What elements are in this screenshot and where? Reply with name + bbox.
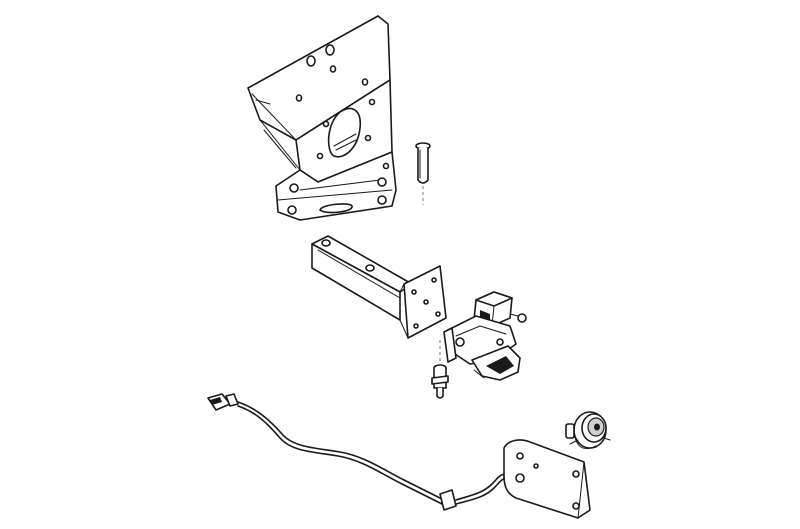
drawbar-tube bbox=[311, 235, 447, 339]
hitch-coupler bbox=[439, 291, 527, 381]
mounting-bracket bbox=[247, 15, 397, 221]
clevis-pin bbox=[415, 142, 431, 205]
wiring-harness bbox=[207, 393, 513, 511]
socket-housing bbox=[565, 411, 611, 450]
connector-plate bbox=[503, 439, 591, 519]
lower-pin bbox=[431, 364, 449, 399]
